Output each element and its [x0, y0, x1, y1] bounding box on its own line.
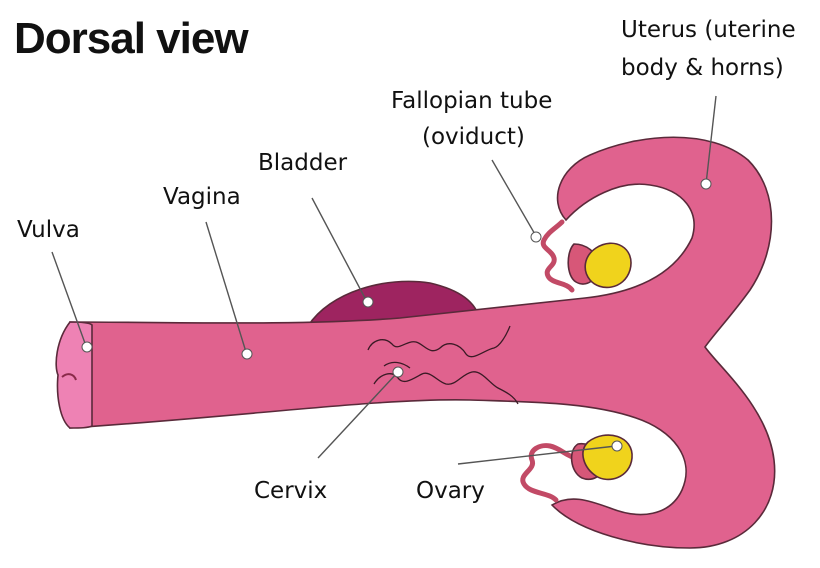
upper-oviduct — [543, 222, 572, 290]
vulva-shape — [56, 322, 92, 428]
fallopian-label-line1: Fallopian tube — [391, 88, 552, 114]
upper-ovary — [585, 243, 631, 287]
uterus-label-line1: Uterus (uterine — [621, 17, 796, 43]
fallopian-leader — [492, 160, 536, 236]
vulva-dot — [82, 342, 92, 352]
fallopian-label-line2: (oviduct) — [422, 124, 525, 150]
uterus-dot — [701, 179, 711, 189]
cervix-dot — [393, 367, 403, 377]
uterus-label-line2: body & horns) — [621, 55, 784, 81]
diagram-title: Dorsal view — [14, 14, 249, 63]
vagina-label: Vagina — [163, 184, 241, 210]
vagina-dot — [242, 349, 252, 359]
bladder-label: Bladder — [258, 150, 348, 176]
bladder-leader — [312, 198, 366, 300]
ovary-dot — [612, 441, 622, 451]
fallopian-dot — [531, 232, 541, 242]
cervix-label: Cervix — [254, 478, 327, 504]
ovary-label: Ovary — [416, 478, 485, 504]
vulva-label: Vulva — [17, 217, 80, 243]
bladder-dot — [363, 297, 373, 307]
